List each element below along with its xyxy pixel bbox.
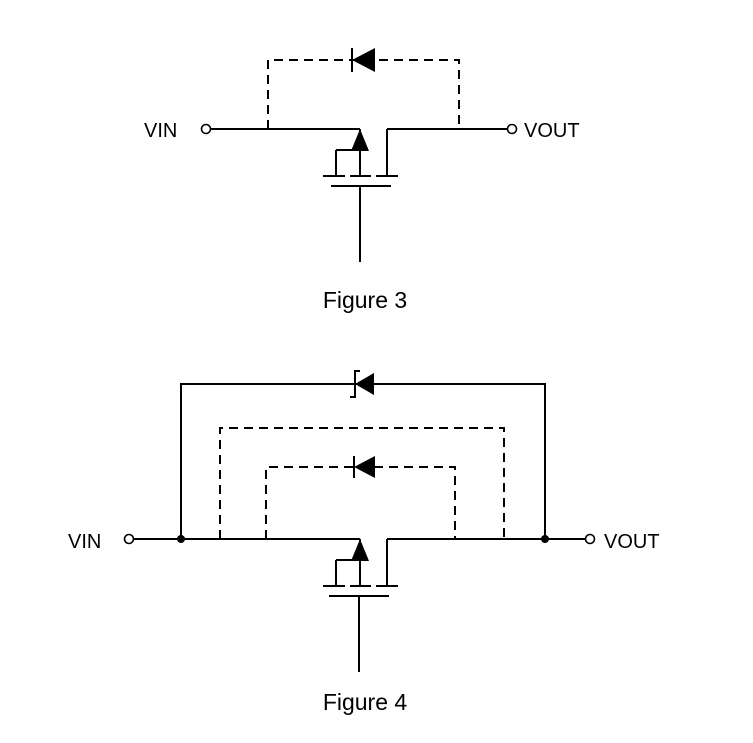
fig3-vout-label: VOUT: [524, 120, 580, 142]
fig4-vout-terminal: [584, 533, 596, 545]
fig4-body-diode-path: [265, 466, 456, 539]
fig3-body-diode-icon: [351, 48, 375, 72]
fig3-vin-label: VIN: [144, 120, 177, 142]
fig4-vin-terminal: [123, 533, 135, 545]
fig3-caption: Figure 3: [323, 287, 407, 313]
figure-4: VIN VOUT: [68, 370, 660, 715]
fig4-body-diode-icon: [353, 456, 375, 478]
fig3-mosfet-icon: [323, 129, 398, 262]
fig4-schottky-diode-icon: [350, 370, 374, 398]
figure-3: VIN VOUT Figure 3: [144, 48, 580, 313]
fig4-mosfet-icon: [323, 539, 398, 672]
fig3-vin-terminal: [200, 123, 212, 135]
fig4-schottky-diode-path: [180, 383, 546, 539]
fig3-vout-terminal: [506, 123, 518, 135]
fig4-dashed-path-middle: [219, 427, 505, 539]
fig4-vin-label: VIN: [68, 531, 101, 553]
fig4-caption: Figure 4: [323, 689, 408, 715]
fig3-body-diode-path: [267, 59, 460, 129]
fig4-vout-label: VOUT: [604, 531, 660, 553]
